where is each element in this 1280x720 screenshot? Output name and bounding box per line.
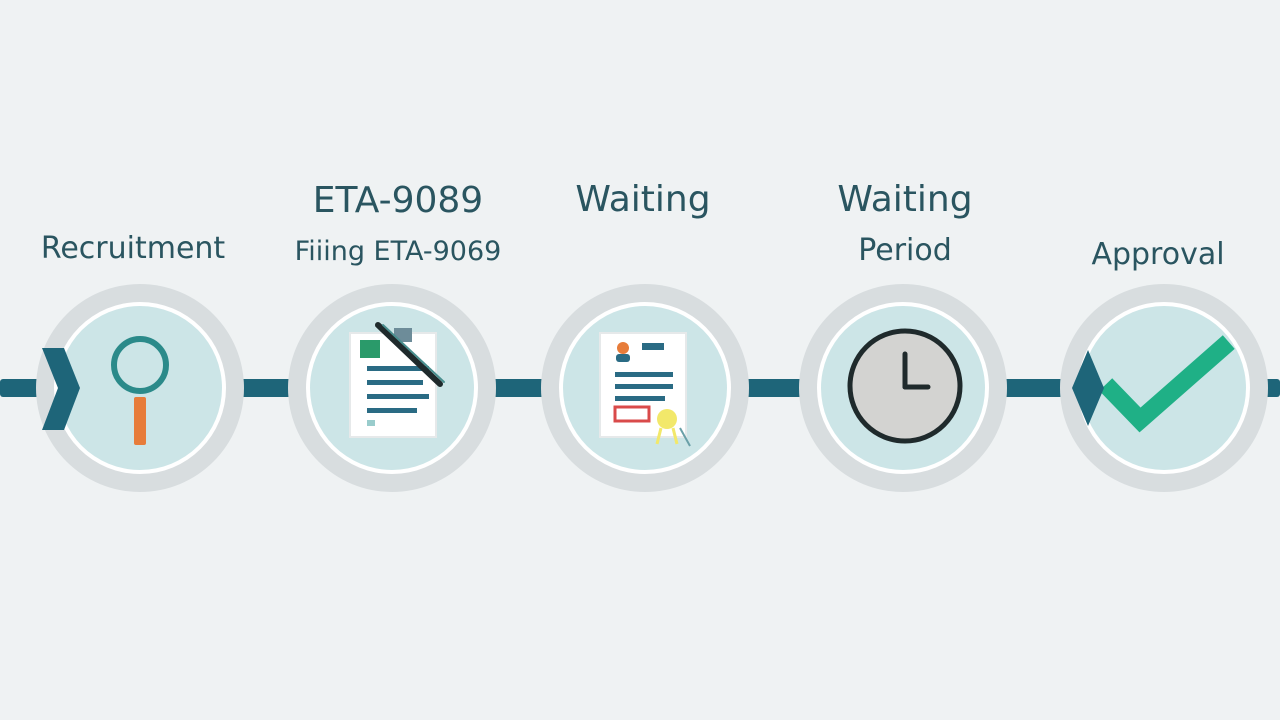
step-node-recruitment (36, 284, 244, 492)
start-diamond-marker (42, 348, 80, 430)
magnifying-glass-icon (111, 336, 169, 445)
certificate-document-icon (599, 332, 691, 447)
clock-icon (847, 328, 963, 444)
step-label-waiting-period-line2: Period (858, 233, 952, 268)
step-node-approval (1060, 284, 1268, 492)
step-node-eta-9089 (288, 284, 496, 492)
step-node-waiting-period (799, 284, 1007, 492)
step-label-approval: Approval (1091, 237, 1225, 272)
step-node-waiting (541, 284, 749, 492)
document-with-pen-icon (349, 322, 445, 438)
step-label-waiting: Waiting (575, 179, 711, 220)
approval-diamond-marker (1072, 350, 1104, 426)
step-label-waiting-period-line1: Waiting (837, 179, 973, 220)
step-label-eta-9089-subtitle: Fiiing ETA-9069 (294, 236, 502, 267)
step-label-eta-9089-title: ETA-9089 (312, 180, 484, 221)
checkmark-icon (1099, 335, 1235, 433)
connector-segment-start (0, 379, 42, 397)
step-label-recruitment: Recruitment (40, 231, 226, 266)
